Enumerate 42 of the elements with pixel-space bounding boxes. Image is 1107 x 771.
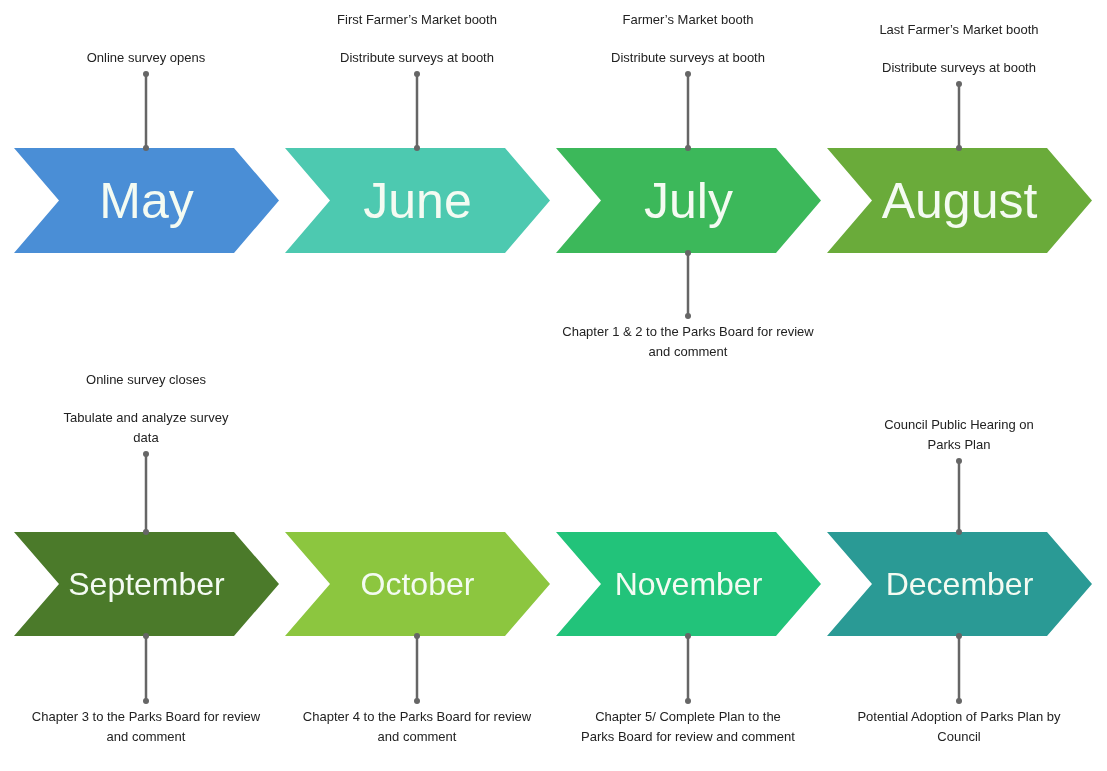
annotation-text: Online survey closes (85, 371, 207, 389)
annotation-text: Potential Adoption of Parks Plan by Council (856, 708, 1062, 746)
annotation-text: Council Public Hearing on Parks Plan (883, 416, 1035, 454)
leader-line (414, 71, 420, 151)
month-label: December (885, 565, 1034, 603)
annotation-text: Distribute surveys at booth (610, 49, 766, 67)
leader-line (143, 633, 149, 704)
leader-line (956, 458, 962, 535)
month-banner (14, 532, 279, 636)
leader-line (685, 250, 691, 319)
month-label: September (68, 565, 225, 603)
month-label: November (614, 565, 763, 603)
leader-line (143, 451, 149, 535)
month-label: August (881, 171, 1038, 230)
month-label: October (360, 565, 475, 603)
leader-line (143, 71, 149, 151)
annotation-text: Chapter 5/ Complete Plan to the Parks Board for review and comment (580, 708, 796, 746)
leader-line (685, 71, 691, 151)
annotation-text: Tabulate and analyze survey data (62, 409, 230, 447)
leader-line (956, 633, 962, 704)
month-label: July (644, 171, 733, 230)
annotation-text: Online survey opens (85, 49, 207, 67)
month-banner (827, 532, 1092, 636)
leader-line (414, 633, 420, 704)
month-banner (14, 148, 279, 253)
annotation-text: First Farmer’s Market booth (336, 11, 498, 29)
month-banner (285, 532, 550, 636)
annotation-text: Chapter 3 to the Parks Board for review and comment (31, 708, 261, 746)
month-banner (285, 148, 550, 253)
annotation-text: Farmer’s Market booth (621, 11, 755, 29)
month-banner (827, 148, 1092, 253)
month-label: June (363, 171, 472, 230)
leader-line (956, 81, 962, 151)
annotation-text: Chapter 4 to the Parks Board for review and comment (302, 708, 532, 746)
annotation-text: Last Farmer’s Market booth (878, 21, 1040, 39)
month-banner (556, 148, 821, 253)
annotation-text: Distribute surveys at booth (339, 49, 495, 67)
annotation-text: Distribute surveys at booth (881, 59, 1037, 77)
leader-line (685, 633, 691, 704)
month-label: May (99, 171, 194, 230)
annotation-text: Chapter 1 & 2 to the Parks Board for review and comment (561, 323, 815, 361)
month-banner (556, 532, 821, 636)
